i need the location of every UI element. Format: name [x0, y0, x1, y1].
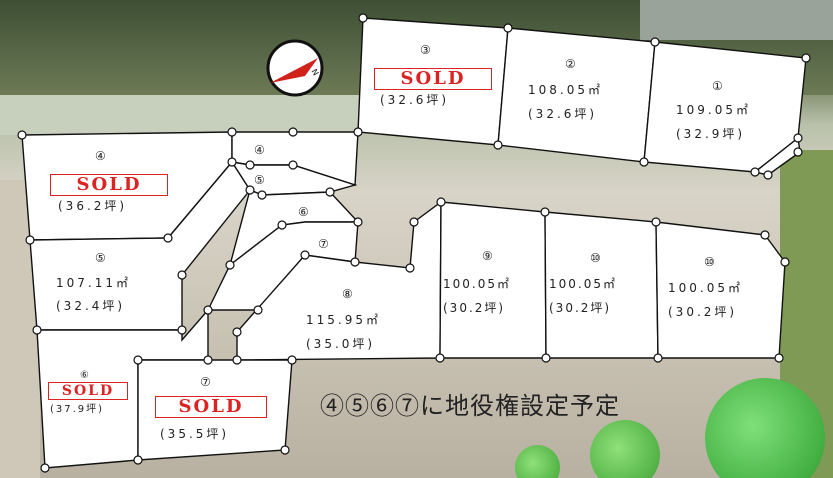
- boundary-markers: [17, 13, 811, 473]
- lot-9-area: 100.05㎡: [443, 277, 511, 291]
- lot-8-number: ⑧: [342, 287, 356, 301]
- lot-3-sold-badge: SOLD: [374, 68, 492, 90]
- flag-label-4: ④: [254, 143, 268, 157]
- decorative-ball-1: [705, 378, 825, 478]
- lot-7-sold-badge: SOLD: [155, 396, 267, 418]
- lot-11-number: ⑩: [704, 255, 718, 269]
- lot-4-sold-badge: SOLD: [50, 174, 168, 196]
- lot-6-sold-badge: SOLD: [48, 382, 128, 400]
- lot-7-number: ⑦: [200, 375, 214, 389]
- lot-2-area: 108.05㎡: [528, 83, 603, 97]
- easement-note: ④⑤⑥⑦に地役権設定予定: [320, 392, 620, 420]
- flag-label-6: ⑥: [298, 205, 312, 219]
- lot-7-tsubo: (35.5坪): [160, 427, 230, 441]
- lot-10-tsubo: (30.2坪): [549, 301, 612, 315]
- lot-9-tsubo: (30.2坪): [443, 301, 506, 315]
- compass-letter: N: [310, 68, 321, 78]
- lot-1-area: 109.05㎡: [676, 103, 751, 117]
- lot-5-tsubo: (32.4坪): [56, 299, 126, 313]
- lot-6-tsubo: (37.9坪): [50, 404, 105, 415]
- lot-11-tsubo: (30.2坪): [668, 305, 738, 319]
- lot-2-number: ②: [565, 57, 579, 71]
- lot-10-area: 100.05㎡: [549, 277, 617, 291]
- lot-8-area: 115.95㎡: [306, 313, 381, 327]
- lot-1-number: ①: [712, 79, 726, 93]
- lot-8-tsubo: (35.0坪): [306, 337, 376, 351]
- background-greenhouse: [0, 95, 360, 135]
- lot-6-number: ⑥: [80, 370, 92, 381]
- lot-3-number: ③: [420, 43, 434, 57]
- lot-11-area: 100.05㎡: [668, 281, 743, 295]
- decorative-ball-3: [515, 445, 560, 478]
- lot-4-number: ④: [95, 149, 109, 163]
- lot-10-number: ⑩: [590, 251, 604, 265]
- background-house: [640, 0, 833, 40]
- north-compass-icon: N: [266, 39, 324, 97]
- flag-label-7: ⑦: [318, 237, 332, 251]
- lot-1-tsubo: (32.9坪): [676, 127, 746, 141]
- flag-label-5: ⑤: [254, 173, 268, 187]
- lot-5-area: 107.11㎡: [56, 276, 131, 290]
- lot-11-shape[interactable]: [655, 221, 786, 359]
- lot-4-tsubo: (36.2坪): [58, 199, 128, 213]
- lot-3-tsubo: (32.6坪): [380, 93, 450, 107]
- lot-5-number: ⑤: [95, 251, 109, 265]
- decorative-ball-2: [590, 420, 660, 478]
- lot-9-number: ⑨: [482, 249, 496, 263]
- lot-2-tsubo: (32.6坪): [528, 107, 598, 121]
